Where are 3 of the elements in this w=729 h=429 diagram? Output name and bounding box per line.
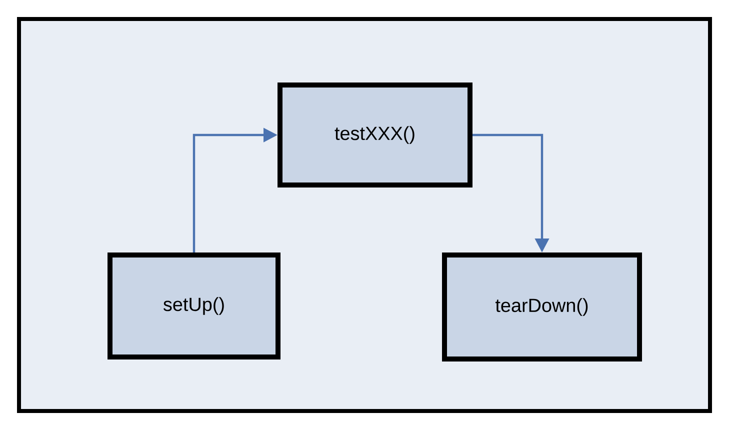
process-box: setUp() — [108, 252, 280, 360]
process-box: tearDown() — [442, 252, 642, 362]
process-box: testXXX() — [278, 82, 472, 188]
